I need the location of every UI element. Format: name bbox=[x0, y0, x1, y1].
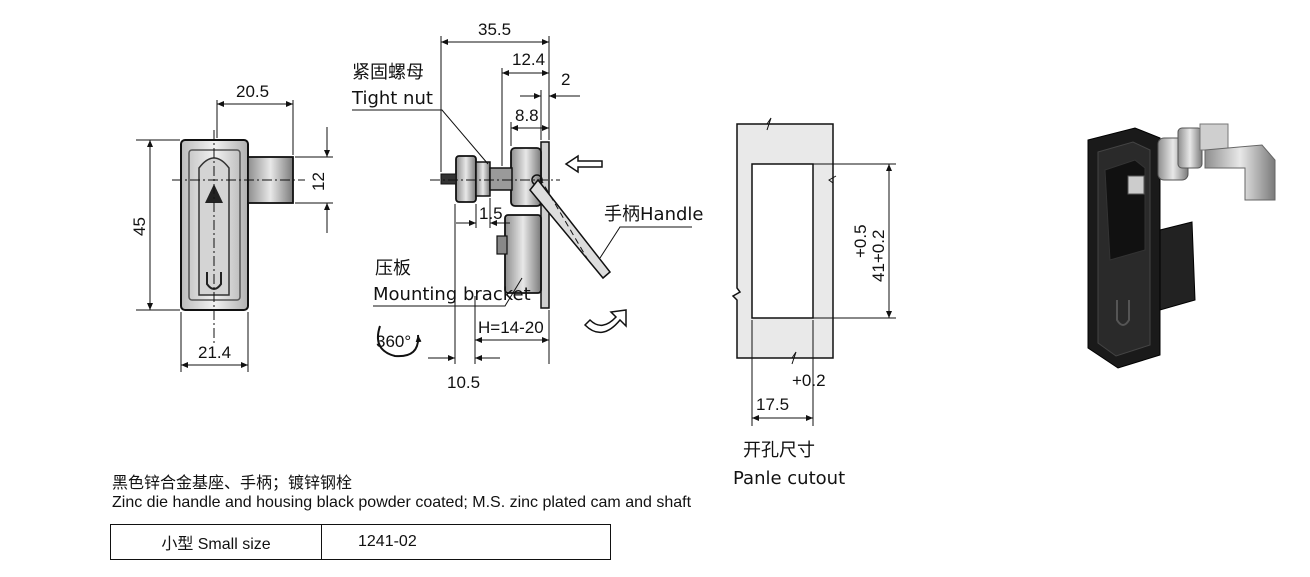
small-screw bbox=[1127, 175, 1145, 195]
size-cell: 小型 Small size bbox=[110, 524, 322, 560]
cutout-title-en: Panle cutout bbox=[733, 468, 845, 489]
bracket bbox=[504, 214, 542, 294]
dim-20-5: 20.5 bbox=[236, 82, 269, 101]
model-cell: 1241-02 bbox=[321, 524, 611, 560]
table-row: 小型 Small size 1241-02 bbox=[110, 524, 611, 560]
front-view: 20.5 45 12 21.4 bbox=[130, 82, 333, 372]
cam-photo bbox=[1204, 144, 1276, 201]
rear-bracket bbox=[1159, 221, 1196, 311]
dim-2: 2 bbox=[561, 70, 570, 89]
threaded-tip bbox=[1199, 123, 1229, 151]
handle-open bbox=[529, 178, 612, 280]
housing-handle-black bbox=[1104, 159, 1146, 261]
tight-nut-label-en: Tight nut bbox=[351, 88, 433, 109]
nut-photo bbox=[1177, 127, 1203, 169]
shaft bbox=[489, 167, 513, 191]
rotation-icon bbox=[376, 325, 422, 358]
cutout-width-tol: +0.2 bbox=[792, 371, 826, 390]
dim-35-5: 35.5 bbox=[478, 20, 511, 39]
dim-45: 45 bbox=[130, 217, 149, 236]
cutout-title-cn: 开孔尺寸 bbox=[743, 440, 815, 461]
panel-plate bbox=[540, 141, 550, 309]
handle-ghost bbox=[539, 177, 589, 261]
dim-10-5: 10.5 bbox=[447, 373, 480, 392]
bracket-screw bbox=[496, 235, 508, 255]
product-photo bbox=[1087, 123, 1276, 369]
bracket-label-cn: 压板 bbox=[375, 258, 411, 279]
dim-12: 12 bbox=[309, 172, 328, 191]
shaft-tip bbox=[440, 173, 457, 185]
material-note-cn: 黑色锌合金基座、手柄；镀锌钢栓 bbox=[112, 475, 353, 492]
panel-cutout-view: 41+0.2 +0.5 17.5 +0.2 开孔尺寸 Panle cutout bbox=[731, 117, 896, 489]
bracket-label-en: Mounting bracket bbox=[373, 284, 531, 305]
tight-nut-label-cn: 紧固螺母 bbox=[352, 62, 424, 83]
cutout-hole bbox=[751, 163, 814, 319]
dim-h: H=14-20 bbox=[478, 318, 544, 337]
cutout-height-dim: 41+0.2 bbox=[869, 230, 888, 282]
side-view: 35.5 12.4 2 8.8 1.5 H=14-20 10.5 紧固螺母 Ti… bbox=[351, 20, 703, 392]
push-arrow-icon bbox=[564, 154, 603, 174]
tight-nut bbox=[455, 155, 477, 203]
dim-8-8: 8.8 bbox=[515, 106, 539, 125]
material-note-en: Zinc die handle and housing black powder… bbox=[112, 494, 692, 511]
cutout-width-dim: 17.5 bbox=[756, 395, 789, 414]
u-mark-photo bbox=[1116, 300, 1130, 326]
rotation-label: 360° bbox=[376, 332, 411, 351]
rotate-arrow-icon bbox=[583, 309, 627, 334]
cutout-height-tol: +0.5 bbox=[851, 224, 870, 258]
dim-21-4: 21.4 bbox=[198, 343, 231, 362]
dim-12-4: 12.4 bbox=[512, 50, 545, 69]
spec-table: 小型 Small size 1241-02 bbox=[110, 524, 611, 560]
dim-1-5: 1.5 bbox=[479, 204, 503, 223]
handle-label: 手柄Handle bbox=[604, 204, 703, 225]
washer bbox=[475, 161, 491, 197]
